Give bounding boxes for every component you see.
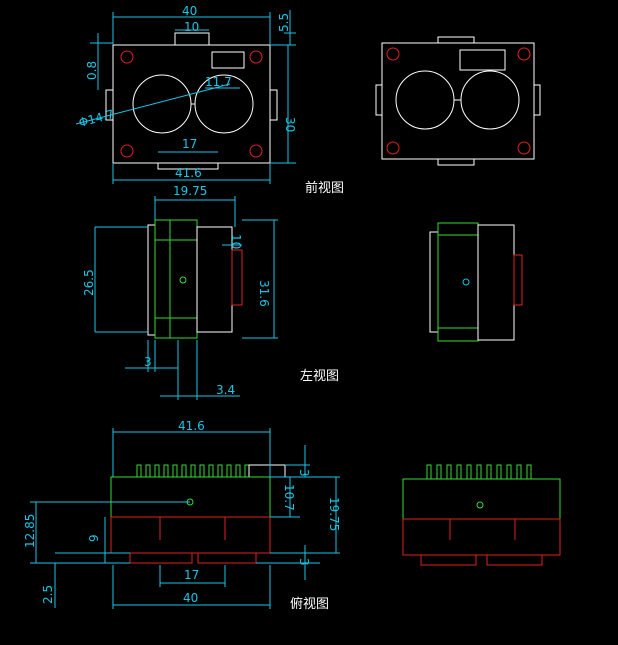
front-top-tab [174,32,210,46]
dim-left-offset-3: 3 [144,355,152,369]
left-view-dimensioned: 19.75 10 26.5 31.6 3 3.4 [82,184,278,400]
front-window [211,51,245,69]
dim-left-offset-34: 3.4 [216,383,235,397]
front-clean-body [381,42,535,160]
dim-top-h1975: 19.75 [327,497,341,531]
dim-top-h9: 9 [87,534,101,542]
dim-front-small: 11.7 [205,75,232,89]
label-front-view: 前视图 [305,180,344,196]
dim-top-fin: 3 [297,469,311,477]
front-lens-left [132,74,192,134]
dim-left-depth: 19.75 [173,184,207,198]
dim-front-width-top: 40 [182,4,197,18]
left-view-clean [429,222,523,342]
dim-front-lens-dia: Φ14.7 [77,107,116,130]
dim-front-top-offset: 5.5 [277,13,291,32]
dim-top-width-bottom: 40 [183,591,198,605]
left-green-body [154,219,198,339]
front-hole-tr [249,50,263,64]
top-fins [136,464,250,478]
dim-top-h107: 10.7 [282,484,296,511]
label-left-view: 左视图 [300,369,339,384]
dim-front-width-bottom: 41.6 [175,166,202,180]
top-red-body [110,516,271,554]
dim-top-bottom-gap: 17 [184,568,199,582]
label-top-view: 俯视图 [290,596,329,612]
dim-front-center-gap: 10 [184,20,199,34]
dim-top-bottom-3: 3 [297,558,311,566]
front-hole-tl [120,50,134,64]
front-hole-bl [120,144,134,158]
front-left-tab [105,89,114,121]
front-view-dimensioned: 40 10 5.5 0.8 11.7 Φ14.7 30 17 41.6 [75,4,297,184]
front-bottom-tab [157,162,219,170]
front-hole-br [249,144,263,158]
dim-top-width-top: 41.6 [178,419,205,433]
dim-left-height-inner: 26.5 [82,269,96,296]
front-view-clean [375,36,541,166]
top-view-dimensioned: 41.6 3 10.7 19.75 12.85 9 2.5 17 40 3 [23,419,341,609]
dim-left-height-outer: 31.6 [257,280,271,307]
top-green-body [110,476,271,518]
dim-left-tab: 10 [229,234,243,249]
dim-front-height: 30 [283,117,297,132]
dim-top-h25: 2.5 [41,585,55,604]
front-right-tab [269,89,278,121]
dim-top-h1285: 12.85 [23,514,37,548]
left-red-tab [231,249,243,306]
dim-front-bottom-gap: 17 [182,137,197,151]
dim-front-margin: 0.8 [85,61,99,80]
top-view-clean [402,464,561,566]
